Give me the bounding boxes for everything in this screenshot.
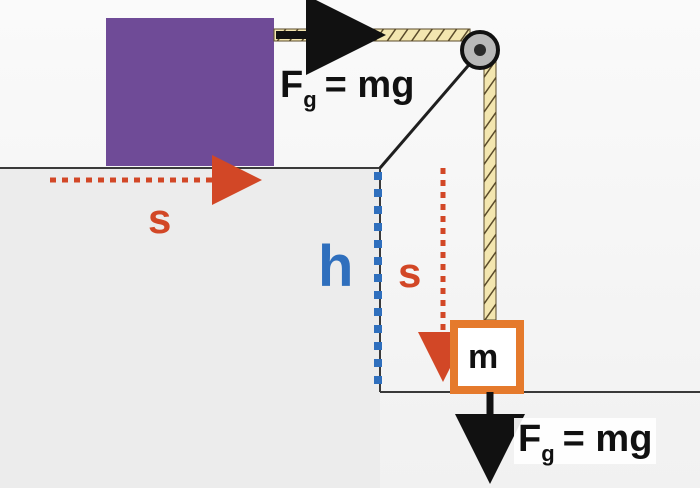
table-surface [0, 168, 380, 488]
vertical-rope [483, 57, 497, 321]
purple-block [106, 18, 274, 166]
top-force-rest: = mg [324, 64, 415, 106]
height-label: h [318, 234, 354, 299]
pulley-support [378, 51, 482, 169]
top-force-main: F [280, 64, 304, 106]
hanging-mass-box [450, 320, 524, 394]
bottom-force-rest: = mg [562, 418, 653, 460]
bottom-force-main: F [518, 418, 542, 460]
mass-label: m [468, 338, 499, 376]
vertical-displacement-label: s [398, 249, 422, 296]
top-force-label: Fg = mg [280, 64, 415, 111]
bottom-force-subscript: g [541, 441, 555, 466]
bottom-force-label: Fg = mg [514, 418, 657, 466]
top-force-subscript: g [303, 87, 317, 112]
pulley-center-icon [474, 44, 486, 56]
table-displacement-label: s [148, 195, 172, 242]
